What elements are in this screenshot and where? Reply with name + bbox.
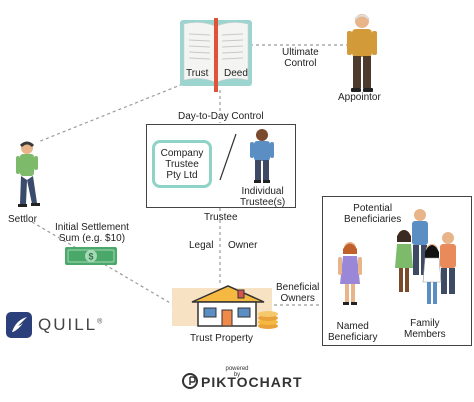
deed-left-label: Trust [186, 68, 209, 79]
initial-settlement-label: Initial Settlement Sum (e.g. $10) [55, 222, 129, 244]
deed-to-settlor-line [37, 81, 189, 143]
quill-logo-icon [6, 312, 32, 338]
legal-label: Legal [189, 240, 214, 251]
individual-trustee-man-icon [250, 129, 274, 183]
day-to-day-control-label: Day-to-Day Control [176, 111, 266, 122]
family-members-group-icon [395, 209, 456, 304]
book-icon [180, 18, 252, 92]
trust-property-label: Trust Property [190, 333, 253, 344]
potential-beneficiaries-label: Potential Beneficiaries [344, 203, 402, 225]
piktochart-logo-icon [182, 373, 198, 389]
family-members-label: Family Members [404, 318, 446, 340]
settlor-man-icon [16, 141, 40, 207]
trustee-label: Trustee [204, 212, 238, 223]
individual-trustee-label: Individual Trustee(s) [240, 186, 286, 208]
company-trustee-line2: Trustee [165, 159, 199, 170]
quill-brand-name: QUILL® [38, 315, 103, 334]
house-icon [172, 285, 272, 327]
beneficial-owners-label: Beneficial Owners [274, 282, 322, 304]
owner-label: Owner [228, 240, 258, 251]
piktochart-brand-name: PIKTOCHART [201, 374, 303, 390]
coins-icon [258, 311, 278, 329]
named-beneficiary-woman-icon [338, 242, 362, 305]
appointor-label: Appointor [338, 92, 381, 103]
named-beneficiary-label: Named Beneficiary [328, 321, 378, 343]
company-trustee-box: Company Trustee Pty Ltd [152, 140, 212, 188]
company-trustee-line1: Company [160, 148, 204, 159]
appointor-man-icon [347, 14, 377, 92]
powered-by-label: powered by [225, 366, 249, 378]
svg-text:$: $ [88, 252, 93, 262]
deed-right-label: Deed [224, 68, 248, 79]
settlor-label: Settlor [8, 214, 37, 225]
cash-icon: $ [65, 247, 117, 265]
divider-slash [219, 133, 237, 181]
company-trustee-line3: Pty Ltd [166, 170, 198, 181]
ultimate-control-label: Ultimate Control [280, 47, 321, 69]
